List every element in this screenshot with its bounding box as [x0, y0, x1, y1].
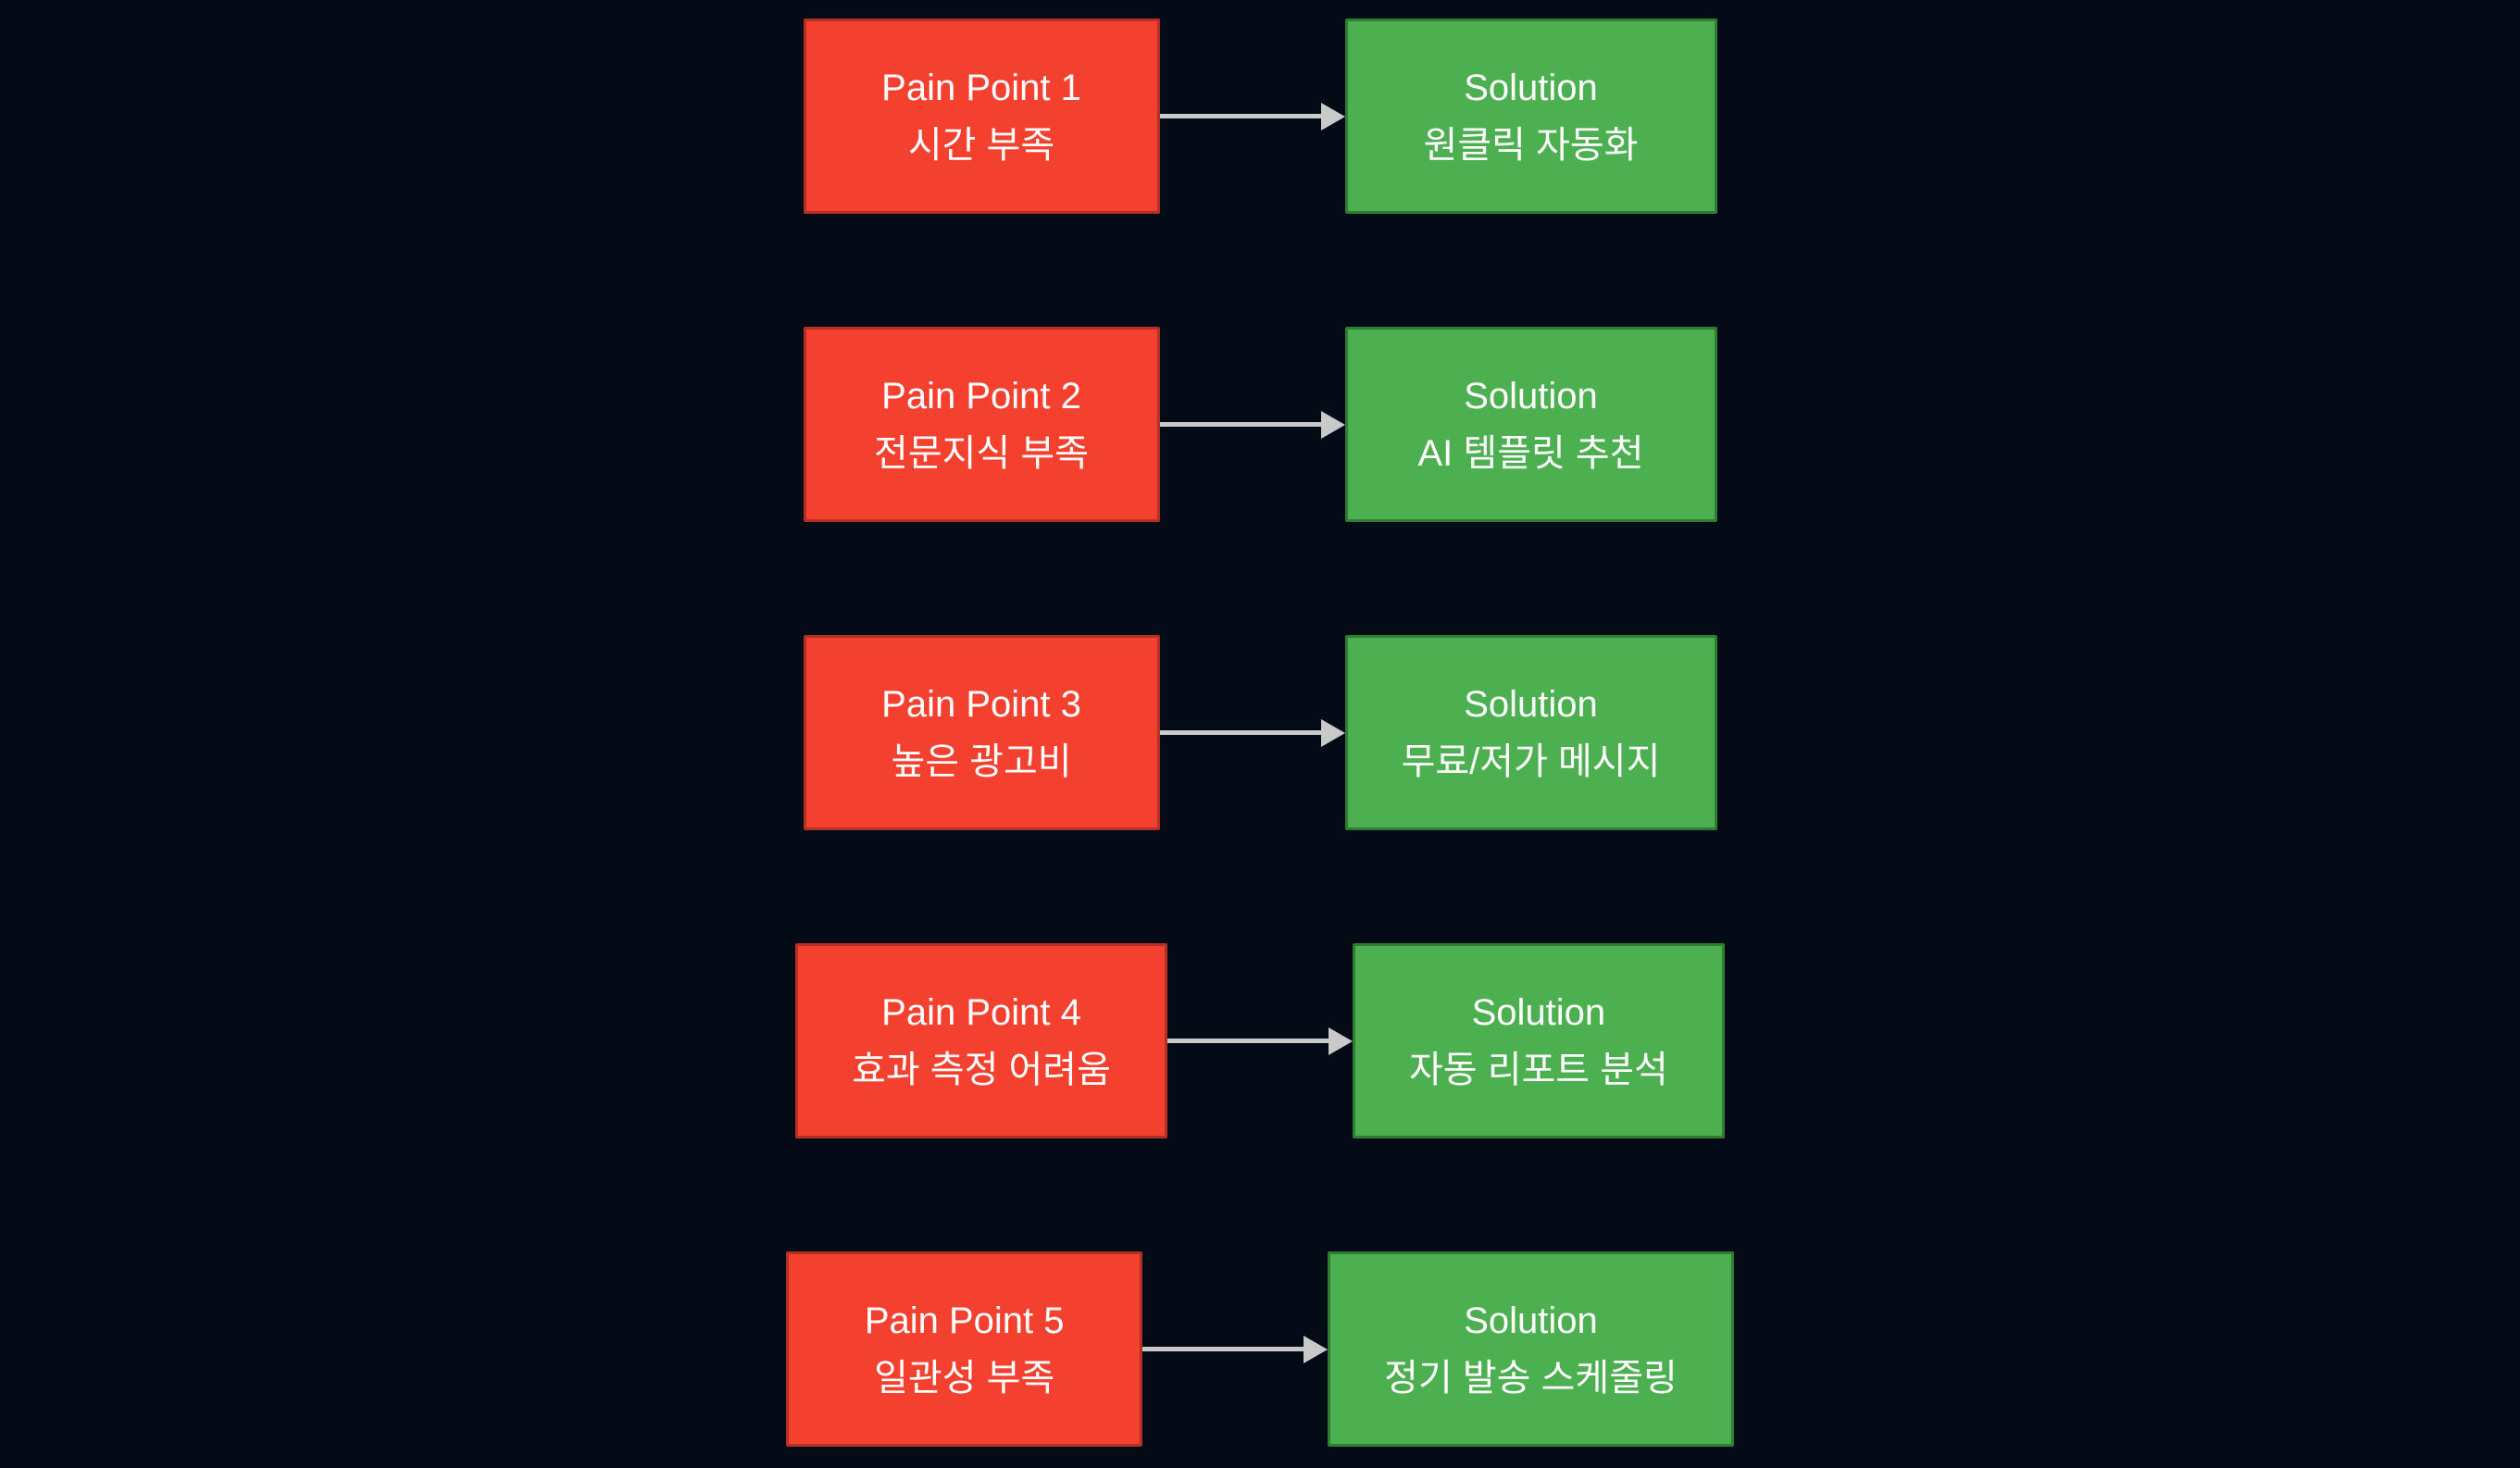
solution-title: Solution [1464, 375, 1598, 417]
arrow-line [1159, 422, 1321, 427]
solution-box: Solution AI 템플릿 추천 [1344, 327, 1717, 522]
mapping-row: Pain Point 5 일관성 부족 Solution 정기 발송 스케줄링 [0, 1251, 2520, 1447]
pain-point-box: Pain Point 2 전문지식 부족 [803, 327, 1160, 522]
solution-title: Solution [1464, 683, 1598, 725]
mapping-row: Pain Point 3 높은 광고비 Solution 무료/저가 메시지 [0, 635, 2520, 830]
arrow-line [1159, 730, 1321, 735]
pain-point-detail: 시간 부족 [907, 124, 1055, 166]
pain-point-box: Pain Point 5 일관성 부족 [786, 1251, 1143, 1447]
pain-point-detail: 높은 광고비 [891, 740, 1072, 782]
arrow-connector [1142, 1335, 1329, 1363]
arrow-connector [1166, 1026, 1353, 1055]
solution-detail: AI 템플릿 추천 [1417, 432, 1644, 474]
arrow-connector [1159, 102, 1345, 131]
arrow-head-icon [1304, 1335, 1329, 1363]
arrow-head-icon [1320, 102, 1345, 131]
arrow-line [1159, 114, 1321, 118]
pain-point-box: Pain Point 1 시간 부족 [803, 19, 1160, 214]
arrow-line [1142, 1347, 1304, 1351]
solution-title: Solution [1464, 67, 1598, 108]
mapping-row: Pain Point 1 시간 부족 Solution 원클릭 자동화 [0, 19, 2520, 214]
solution-box: Solution 무료/저가 메시지 [1344, 635, 1717, 830]
arrow-head-icon [1320, 718, 1345, 747]
pain-point-title: Pain Point 3 [881, 683, 1081, 725]
pain-point-title: Pain Point 2 [881, 375, 1081, 417]
mapping-row: Pain Point 2 전문지식 부족 Solution AI 템플릿 추천 [0, 327, 2520, 522]
pain-point-detail: 효과 측정 어려움 [852, 1049, 1111, 1090]
arrow-head-icon [1328, 1026, 1353, 1055]
arrow-connector [1159, 718, 1345, 747]
solution-title: Solution [1471, 991, 1606, 1033]
pain-point-title: Pain Point 1 [881, 67, 1081, 108]
solution-box: Solution 원클릭 자동화 [1344, 19, 1717, 214]
solution-detail: 무료/저가 메시지 [1401, 740, 1661, 782]
arrow-line [1166, 1039, 1329, 1043]
arrow-connector [1159, 410, 1345, 439]
solution-title: Solution [1464, 1300, 1598, 1341]
arrow-head-icon [1320, 410, 1345, 439]
pain-point-box: Pain Point 3 높은 광고비 [803, 635, 1160, 830]
solution-detail: 정기 발송 스케줄링 [1384, 1357, 1678, 1399]
pain-point-detail: 일관성 부족 [874, 1357, 1055, 1399]
solution-box: Solution 정기 발송 스케줄링 [1328, 1251, 1734, 1447]
mapping-row: Pain Point 4 효과 측정 어려움 Solution 자동 리포트 분… [0, 943, 2520, 1138]
pain-point-title: Pain Point 4 [881, 991, 1081, 1033]
solution-detail: 자동 리포트 분석 [1408, 1049, 1668, 1090]
solution-box: Solution 자동 리포트 분석 [1352, 943, 1725, 1138]
pain-point-title: Pain Point 5 [864, 1300, 1065, 1341]
pain-point-detail: 전문지식 부족 [874, 432, 1089, 474]
pain-point-box: Pain Point 4 효과 측정 어려움 [795, 943, 1167, 1138]
solution-detail: 원클릭 자동화 [1423, 124, 1639, 166]
